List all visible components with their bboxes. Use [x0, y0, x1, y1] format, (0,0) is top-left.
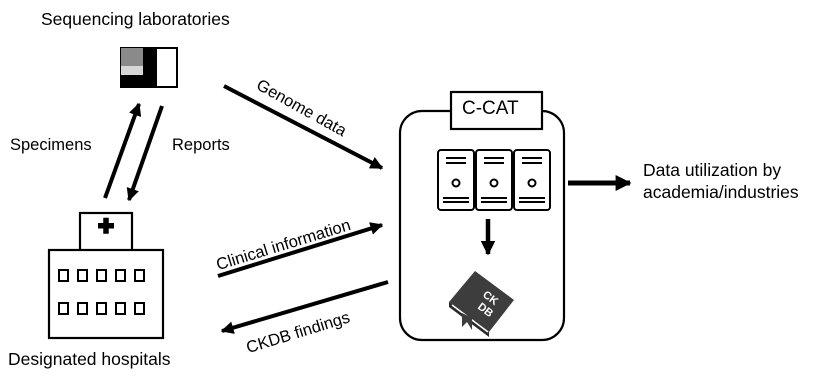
- designated-hospitals-label: Designated hospitals: [8, 349, 171, 369]
- server-details: [443, 157, 545, 203]
- specimens-label: Specimens: [10, 136, 92, 154]
- clinical-information-arrow: [217, 222, 384, 278]
- specimens-arrow: [103, 102, 142, 199]
- reports-arrow: [126, 105, 164, 202]
- reports-label: Reports: [172, 136, 230, 154]
- ccat-title: C-CAT: [462, 98, 519, 119]
- utilization-label: Data utilization by academia/industries: [643, 160, 799, 202]
- book-icon: [449, 271, 514, 337]
- genome-data-arrow: [223, 84, 384, 170]
- hospital-icon: [47, 211, 165, 340]
- ckdb-findings-arrow: [220, 280, 389, 334]
- sequencer-icon: [120, 47, 178, 88]
- ccat-title-box: [449, 90, 544, 131]
- sequencing-laboratories-label: Sequencing laboratories: [41, 9, 230, 29]
